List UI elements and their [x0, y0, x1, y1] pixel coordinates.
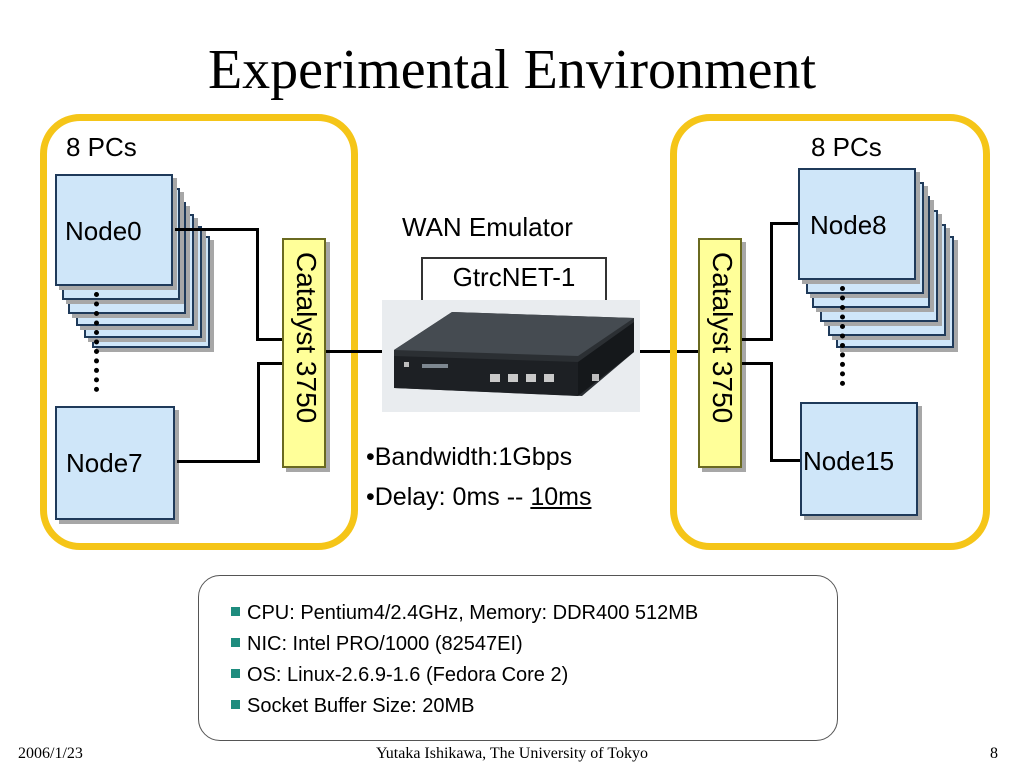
link-line: [256, 338, 282, 341]
spec-list: CPU: Pentium4/2.4GHz, Memory: DDR400 512…: [231, 598, 698, 722]
spec-panel: CPU: Pentium4/2.4GHz, Memory: DDR400 512…: [198, 575, 838, 741]
link-line: [177, 460, 260, 463]
right-pc-count: 8 PCs: [811, 132, 882, 162]
node15-label: Node15: [803, 446, 895, 476]
left-pc-count: 8 PCs: [66, 132, 137, 162]
link-line: [742, 362, 772, 365]
right-switch-catalyst: Catalyst 3750: [698, 238, 742, 468]
ellipsis-dots: [840, 286, 851, 386]
node-box-node8: Node8: [798, 168, 916, 280]
link-line: [770, 362, 773, 462]
link-line: [742, 338, 772, 341]
delay-prefix: •Delay: 0ms --: [366, 483, 531, 511]
slide-title: Experimental Environment: [207, 39, 817, 101]
gtrcnet-label-box: GtrcNET-1: [421, 257, 607, 303]
footer-date: 2006/1/23: [18, 745, 83, 762]
footer-page-number: 8: [990, 745, 998, 762]
spec-item-nic: NIC: Intel PRO/1000 (82547EI): [231, 629, 698, 660]
node8-label: Node8: [810, 210, 887, 240]
link-line: [175, 228, 258, 231]
spec-item-buffer: Socket Buffer Size: 20MB: [231, 691, 698, 722]
gtrcnet-device-image: [382, 300, 640, 412]
right-pc-group: [670, 114, 990, 550]
square-bullet-icon: [231, 669, 240, 678]
link-line: [257, 362, 282, 365]
right-switch-label: Catalyst 3750: [707, 252, 738, 424]
link-line: [326, 350, 382, 353]
left-pc-group: [40, 114, 358, 550]
link-line: [770, 222, 800, 225]
node0-label: Node0: [65, 216, 142, 246]
link-line: [770, 222, 773, 341]
square-bullet-icon: [231, 700, 240, 709]
node-box-node7: Node7: [55, 406, 175, 520]
bandwidth-text: •Bandwidth:1Gbps: [366, 443, 573, 471]
wan-emulator-heading: WAN Emulator: [402, 212, 573, 242]
spec-item-cpu: CPU: Pentium4/2.4GHz, Memory: DDR400 512…: [231, 598, 698, 629]
square-bullet-icon: [231, 607, 240, 616]
footer-author: Yutaka Ishikawa, The University of Tokyo: [375, 745, 648, 762]
left-switch-catalyst: Catalyst 3750: [282, 238, 326, 468]
link-line: [256, 228, 259, 340]
link-line: [770, 459, 800, 462]
square-bullet-icon: [231, 638, 240, 647]
link-line: [640, 350, 698, 353]
node-box-node15: Node15: [800, 402, 918, 516]
left-switch-label: Catalyst 3750: [291, 252, 322, 424]
delay-text: •Delay: 0ms -- 10ms: [366, 480, 591, 514]
link-line: [257, 362, 260, 463]
node-box-node0: Node0: [55, 174, 173, 286]
delay-max: 10ms: [530, 483, 592, 511]
spec-item-os: OS: Linux-2.6.9-1.6 (Fedora Core 2): [231, 660, 698, 691]
ellipsis-dots: [94, 292, 105, 392]
node7-label: Node7: [66, 448, 143, 478]
